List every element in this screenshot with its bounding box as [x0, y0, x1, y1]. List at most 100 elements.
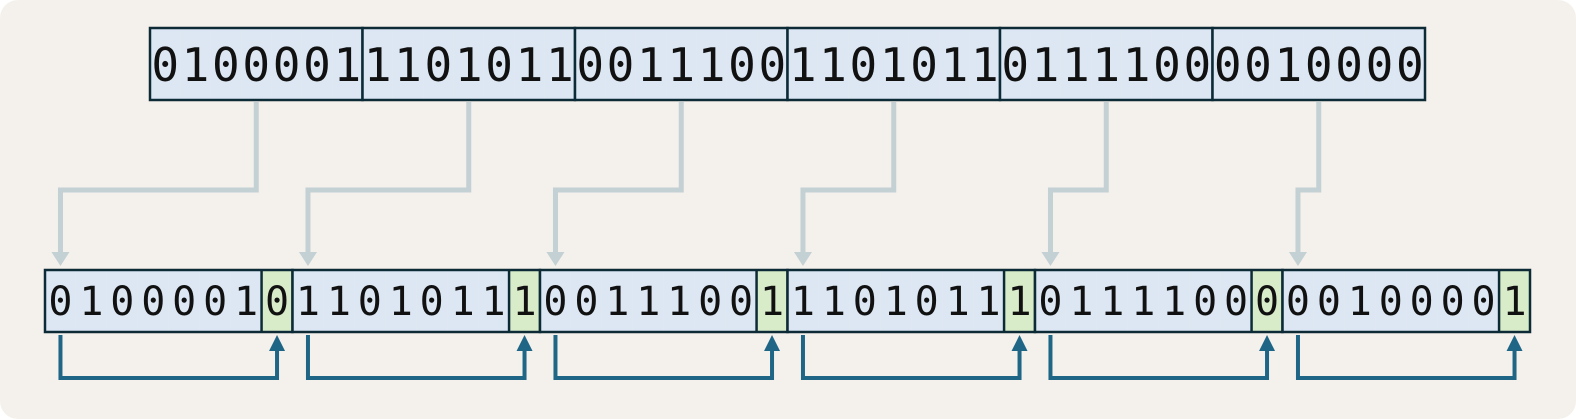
output-data-bit-value: 0 — [141, 279, 165, 325]
input-bit-cell — [301, 28, 333, 100]
input-bit-value: 1 — [333, 38, 361, 92]
input-bit-cell — [575, 28, 606, 100]
input-bit-value: 1 — [516, 38, 544, 92]
output-data-bit-cell — [230, 270, 262, 332]
group-connector-arrowhead-4 — [1041, 252, 1060, 266]
output-data-bit-cell — [818, 270, 850, 332]
output-data-bit-cell — [1065, 270, 1097, 332]
output-data-bit-cell — [75, 270, 107, 332]
output-data-bit-value: 1 — [1131, 279, 1155, 325]
input-bit-value: 0 — [1366, 38, 1394, 92]
input-bit-cell — [1060, 28, 1092, 100]
output-data-bit-value: 0 — [1379, 279, 1403, 325]
parity-bit-value-1: 1 — [512, 279, 536, 325]
output-data-bit-value: 0 — [358, 279, 382, 325]
input-bit-cell — [696, 28, 727, 100]
input-bit-value: 1 — [364, 38, 392, 92]
output-data-bit-value: 1 — [482, 279, 506, 325]
input-group-5 — [1211, 26, 1427, 102]
input-bit-value: 0 — [1335, 38, 1363, 92]
output-data-bit-cell — [354, 270, 386, 332]
output-data-bit-cell — [1406, 270, 1438, 332]
input-bit-cell — [666, 28, 697, 100]
group-connector-3-left — [800, 102, 897, 254]
input-bit-value: 0 — [485, 38, 513, 92]
output-data-bit-value: 0 — [1317, 279, 1341, 325]
parity-bit-value-5: 1 — [1502, 279, 1526, 325]
input-bit-cell — [878, 28, 909, 100]
output-data-bit-value: 1 — [667, 279, 691, 325]
input-bit-cell — [1182, 28, 1213, 100]
parity-arrow-layer — [58, 335, 1523, 380]
output-data-bit-value: 0 — [1224, 279, 1248, 325]
output-data-bit-value: 0 — [729, 279, 753, 325]
parity-arrowhead-2 — [764, 335, 781, 351]
input-bit-value: 0 — [1183, 38, 1211, 92]
group-connector-arrowhead-0 — [51, 252, 70, 266]
input-bit-cell — [848, 28, 879, 100]
output-data-bit-cell — [45, 270, 76, 332]
output-data-bit-cell — [570, 270, 602, 332]
input-bit-value: 1 — [789, 38, 817, 92]
output-data-bit-value: 0 — [574, 279, 598, 325]
input-bit-value: 1 — [1062, 38, 1090, 92]
group-connector-0-left — [57, 102, 259, 254]
input-bit-value: 1 — [667, 38, 695, 92]
parity-bracket-2 — [553, 335, 775, 380]
output-data-bit-value: 0 — [203, 279, 227, 325]
group-connector-5-right — [1295, 102, 1322, 254]
output-data-bit-cell — [1189, 270, 1221, 332]
output-data-bit-value: 0 — [1410, 279, 1434, 325]
output-data-bit-value: 1 — [327, 279, 351, 325]
output-data-bit-cell — [292, 270, 324, 332]
output-data-bit-cell — [478, 270, 510, 332]
parity-bit-cell-5 — [1499, 270, 1530, 332]
parity-arrowhead-4 — [1259, 335, 1276, 351]
input-bit-cell — [1212, 28, 1243, 100]
input-bit-cell — [1303, 28, 1334, 100]
output-data-bit-value: 0 — [1038, 279, 1062, 325]
input-bit-value: 1 — [1275, 38, 1303, 92]
input-bit-cell — [757, 28, 788, 100]
input-bit-cell — [180, 28, 211, 100]
input-bit-cell — [514, 28, 545, 100]
output-data-bit-cell — [725, 270, 757, 332]
input-bit-value: 0 — [212, 38, 240, 92]
output-data-bit-value: 0 — [110, 279, 134, 325]
input-bit-value: 1 — [394, 38, 422, 92]
input-bit-cell — [544, 28, 575, 100]
output-data-bit-cell — [787, 270, 819, 332]
input-bit-cell — [1394, 28, 1425, 100]
output-data-bit-cell — [1375, 270, 1407, 332]
parity-bit-cell-3 — [1004, 270, 1035, 332]
input-bit-value: 0 — [607, 38, 635, 92]
output-data-bit-value: 1 — [946, 279, 970, 325]
output-data-bit-value: 1 — [1162, 279, 1186, 325]
input-bit-cell — [908, 28, 940, 100]
input-bit-value: 1 — [819, 38, 847, 92]
output-data-bit-cell — [385, 270, 417, 332]
parity-bit-cell-2 — [756, 270, 788, 332]
output-group-5 — [1281, 268, 1532, 334]
output-data-bit-value: 1 — [79, 279, 103, 325]
output-data-bit-cell — [1096, 270, 1128, 332]
input-bit-value: 0 — [1244, 38, 1272, 92]
output-data-bit-cell — [1344, 270, 1376, 332]
parity-bracket-4 — [1048, 335, 1270, 380]
output-data-bit-value: 0 — [420, 279, 444, 325]
output-data-bit-value: 0 — [543, 279, 567, 325]
input-bit-value: 0 — [151, 38, 179, 92]
input-bit-cell — [271, 28, 302, 100]
output-data-bit-value: 1 — [389, 279, 413, 325]
input-bit-value: 0 — [1153, 38, 1181, 92]
input-bit-cell — [1333, 28, 1365, 100]
output-data-bit-value: 0 — [853, 279, 877, 325]
output-data-bit-cell — [942, 270, 974, 332]
input-bit-value: 1 — [1123, 38, 1151, 92]
output-data-bit-cell — [416, 270, 448, 332]
parity-bracket-0 — [58, 335, 280, 380]
parity-arrowhead-1 — [516, 335, 533, 351]
input-bit-value: 1 — [1032, 38, 1060, 92]
